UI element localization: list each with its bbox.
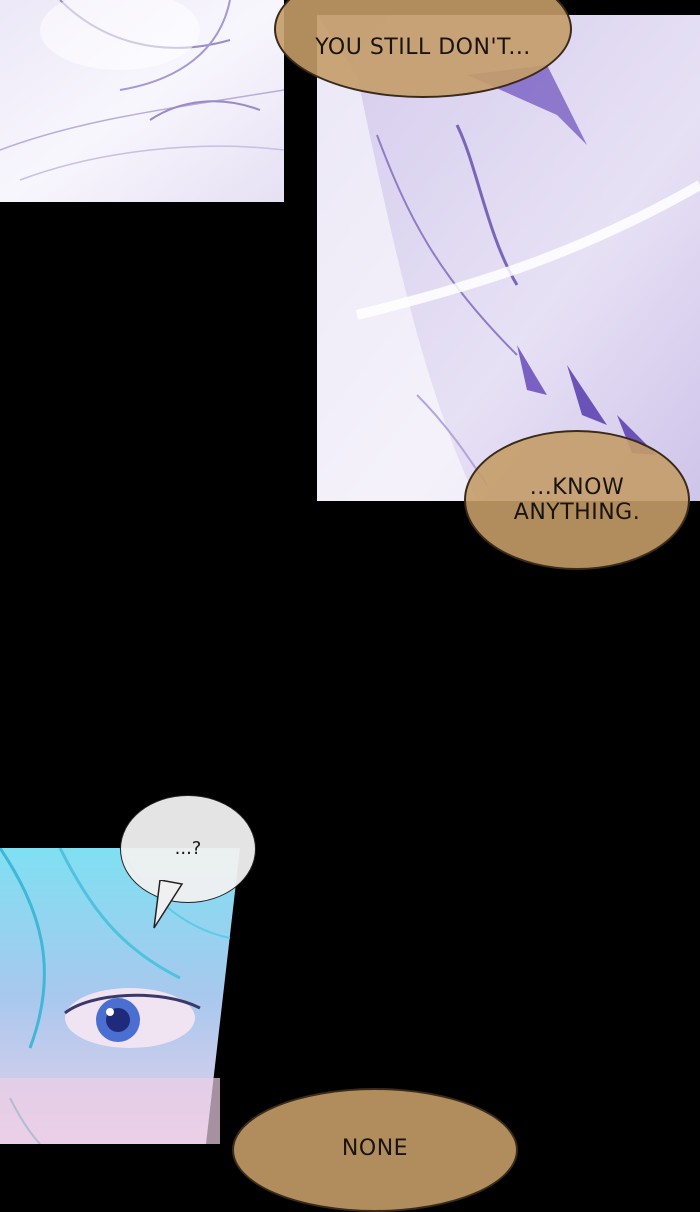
- speech-text: ...?: [174, 837, 202, 859]
- panel-top-left: [0, 0, 284, 202]
- caption-text: YOU STILL DON'T...: [315, 35, 531, 61]
- caption-bubble-middle: ...KNOW ANYTHING.: [464, 430, 690, 570]
- panel-right: [317, 15, 700, 501]
- caption-text: ...KNOW ANYTHING.: [513, 474, 641, 525]
- caption-bubble-bottom: NONE: [232, 1088, 518, 1212]
- speech-bubble: ...?: [120, 795, 256, 903]
- speech-bubble-tail: [153, 880, 184, 929]
- panel-eye: [0, 848, 240, 1144]
- abstract-purple-artwork: [317, 15, 700, 501]
- character-eye-artwork: [0, 848, 240, 1144]
- caption-text: NONE: [341, 1136, 409, 1161]
- abstract-light-artwork: [0, 0, 284, 202]
